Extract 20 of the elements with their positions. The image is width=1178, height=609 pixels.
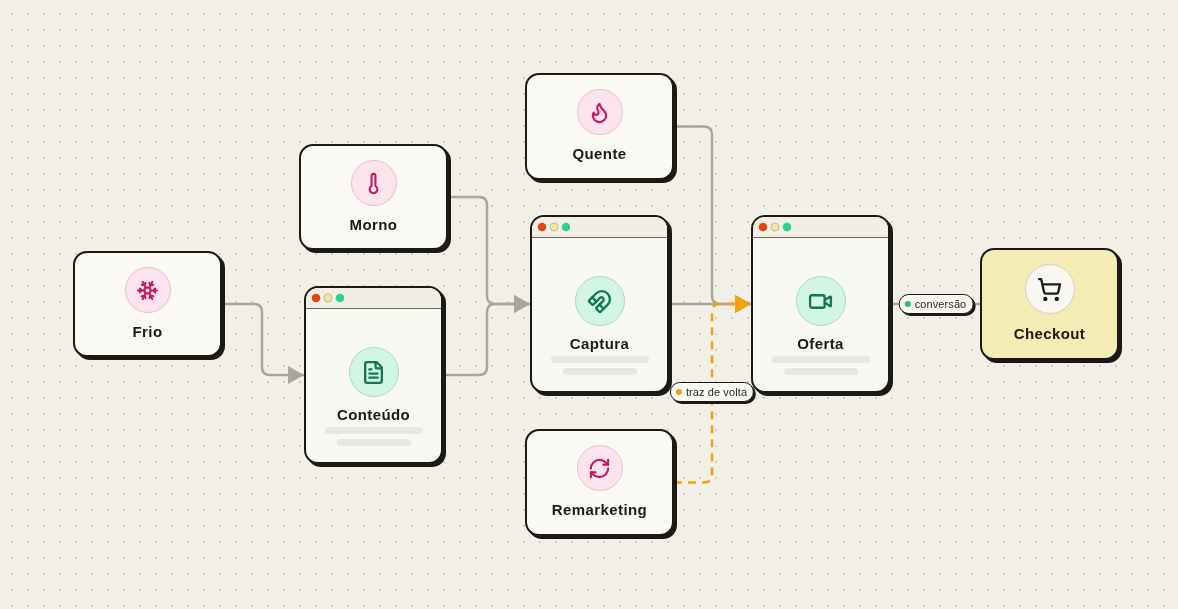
node-card — [299, 144, 448, 250]
node-title: Remarketing — [551, 501, 648, 519]
window-card — [751, 215, 890, 393]
arrow — [443, 295, 530, 377]
edge-label: conversão — [914, 297, 967, 311]
node-title: Quente — [572, 145, 627, 163]
node-title: Morno — [349, 216, 398, 234]
node-card — [980, 248, 1119, 360]
node-title: Frio — [132, 323, 163, 341]
window-card — [304, 286, 443, 464]
node-card — [73, 251, 222, 357]
node-title: Checkout — [1013, 325, 1086, 343]
node-title: Oferta — [797, 335, 844, 353]
arrow — [222, 302, 304, 384]
node-title: Captura — [569, 335, 630, 353]
edge-label: traz de volta — [685, 385, 748, 399]
node-card — [525, 429, 674, 536]
node-card — [525, 73, 674, 180]
window-card — [530, 215, 669, 393]
node-title: Conteúdo — [336, 406, 411, 424]
